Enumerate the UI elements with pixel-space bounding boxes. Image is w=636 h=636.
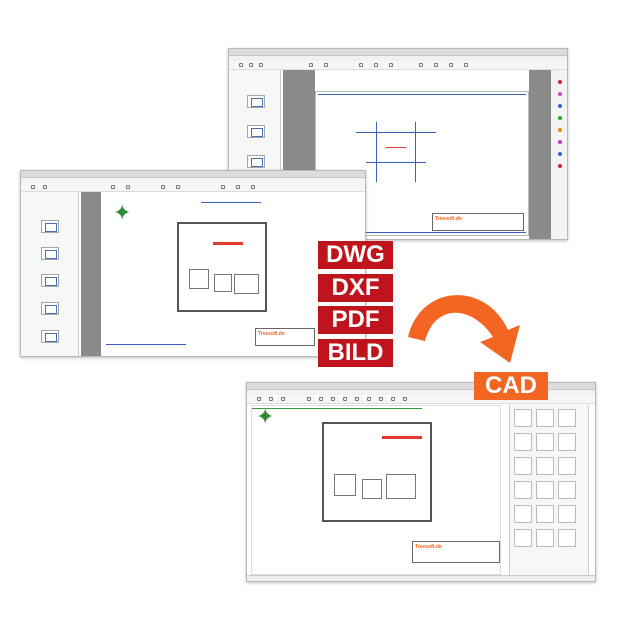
symbol-item[interactable]	[514, 433, 532, 451]
symbol-item[interactable]	[536, 409, 554, 427]
format-label-dwg: DWG	[318, 241, 393, 269]
symbol-item[interactable]	[514, 457, 532, 475]
toolbar[interactable]	[229, 61, 567, 70]
title-block: Treesoft.de	[432, 213, 524, 231]
page-thumbnail[interactable]	[41, 330, 59, 343]
logo-text: Treesoft.de	[258, 331, 285, 337]
format-label-bild: BILD	[318, 339, 393, 367]
logo-text: Treesoft.de	[415, 544, 442, 550]
symbol-library-panel[interactable]	[509, 405, 589, 577]
floor-plan	[322, 422, 432, 522]
target-label-cad: CAD	[474, 372, 548, 400]
symbol-item[interactable]	[536, 505, 554, 523]
symbol-item[interactable]	[558, 481, 576, 499]
menu-bar[interactable]	[21, 178, 365, 183]
tools-sidebar[interactable]	[551, 70, 567, 239]
symbol-item[interactable]	[514, 481, 532, 499]
symbol-item[interactable]	[558, 505, 576, 523]
symbol-item[interactable]	[536, 433, 554, 451]
symbol-item[interactable]	[536, 457, 554, 475]
symbol-item[interactable]	[536, 481, 554, 499]
status-bar	[247, 575, 595, 581]
page-thumbnail[interactable]	[41, 274, 59, 287]
floor-plan	[177, 222, 267, 312]
symbol-item[interactable]	[514, 409, 532, 427]
page-thumbnail[interactable]	[41, 220, 59, 233]
symbol-item[interactable]	[514, 505, 532, 523]
toolbar[interactable]	[247, 395, 595, 404]
symbol-item[interactable]	[558, 433, 576, 451]
title-bar	[247, 383, 595, 390]
arrow-icon	[408, 295, 520, 363]
logo-text: Treesoft.de	[435, 216, 462, 222]
title-block-floorplan: Treesoft.de	[255, 328, 315, 346]
cad-application-window: ✦ Treesoft.de	[246, 382, 596, 582]
toolbar[interactable]	[21, 183, 365, 192]
canvas-background	[81, 192, 101, 356]
format-label-pdf: PDF	[318, 306, 393, 334]
symbol-item[interactable]	[558, 529, 576, 547]
canvas-background	[529, 70, 551, 239]
page-thumbnail[interactable]	[247, 95, 265, 108]
symbol-item[interactable]	[558, 457, 576, 475]
menu-bar[interactable]	[247, 390, 595, 395]
drawing-area[interactable]: ✦ Treesoft.de	[251, 405, 501, 575]
thumbnail-panel[interactable]	[21, 192, 79, 356]
title-bar	[21, 171, 365, 178]
page-thumbnail[interactable]	[247, 125, 265, 138]
symbol-item[interactable]	[514, 529, 532, 547]
compass-icon: ✦	[113, 200, 132, 225]
compass-icon: ✦	[256, 404, 275, 429]
symbol-item[interactable]	[536, 529, 554, 547]
format-label-dxf: DXF	[318, 274, 393, 302]
page-thumbnail[interactable]	[41, 302, 59, 315]
page-thumbnail[interactable]	[247, 155, 265, 168]
symbol-item[interactable]	[558, 409, 576, 427]
title-bar	[229, 49, 567, 56]
page-thumbnail[interactable]	[41, 247, 59, 260]
title-block: Treesoft.de	[412, 541, 500, 563]
menu-bar[interactable]	[229, 56, 567, 61]
